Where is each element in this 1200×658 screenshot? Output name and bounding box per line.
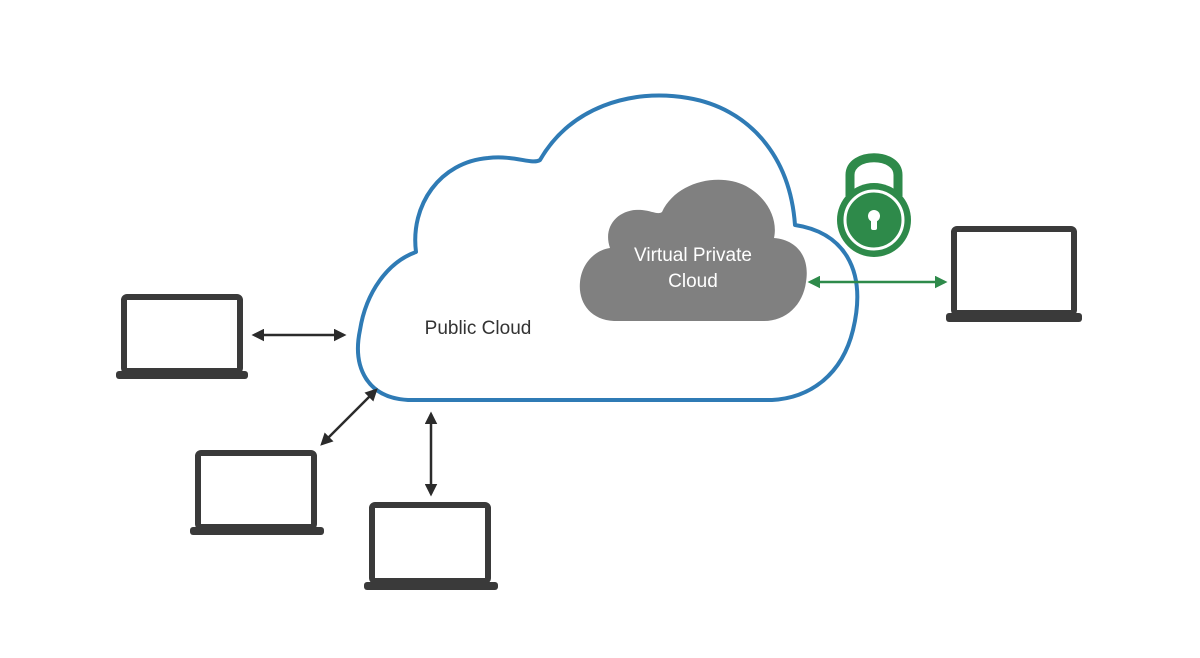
- laptop-icon: [946, 226, 1082, 322]
- private-cloud-icon: [579, 179, 807, 321]
- private-cloud-label-line2: Cloud: [668, 271, 718, 292]
- private-cloud-label-line1: Virtual Private: [634, 245, 752, 266]
- public-cloud-icon: [356, 93, 860, 402]
- virtual-private-cloud: Virtual Private Cloud: [579, 179, 807, 321]
- public-cloud: Public Cloud: [356, 93, 860, 402]
- padlock-icon: [837, 153, 911, 257]
- laptop-icon: [190, 450, 324, 535]
- public-cloud-label: Public Cloud: [425, 318, 532, 339]
- laptop-icon: [364, 502, 498, 590]
- laptop-icon: [116, 294, 248, 379]
- arrow-laptop2-public-cloud: [320, 388, 378, 446]
